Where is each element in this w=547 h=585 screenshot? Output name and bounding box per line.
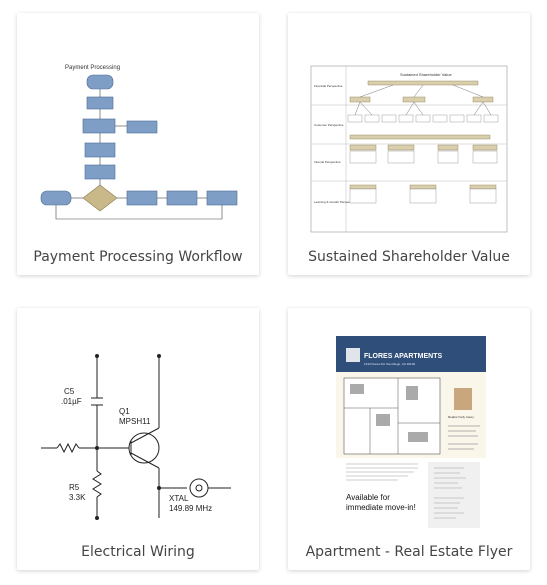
map-node: [349, 150, 377, 164]
map-node: [387, 150, 415, 164]
xtal-value: 149.89 MHz: [169, 504, 212, 513]
q1-label: Q1: [119, 407, 130, 416]
q1-model: MPSH11: [119, 417, 151, 426]
map-node: [381, 114, 397, 123]
map-node: [466, 114, 482, 123]
flyer-cta-line2: immediate move-in!: [346, 503, 416, 512]
flow-title: Payment Processing: [65, 65, 120, 71]
card-caption: Payment Processing Workflow: [33, 249, 243, 265]
map-node: [449, 114, 465, 123]
map-connectors: [354, 84, 492, 116]
flyer-header: [336, 336, 486, 372]
card-caption: Sustained Shareholder Value: [308, 249, 510, 265]
map-node: [349, 184, 377, 190]
map-node: [472, 150, 498, 164]
flow-node: [82, 118, 116, 134]
card-caption: Apartment - Real Estate Flyer: [305, 544, 513, 560]
map-node: [349, 188, 377, 204]
map-node: [398, 114, 414, 123]
map-node: [415, 114, 431, 123]
map-node: [469, 184, 497, 190]
map-node: [387, 144, 415, 151]
flow-node: [86, 96, 114, 110]
map-node: [472, 96, 494, 103]
c5-value: .01µF: [61, 397, 82, 406]
flyer-brand: FLORES APARTMENTS: [364, 353, 442, 360]
flow-node: [126, 190, 158, 206]
terminal-dot: [95, 354, 99, 358]
map-node: [469, 188, 497, 204]
map-node: [432, 114, 448, 123]
map-node: [402, 96, 426, 103]
row-label: Internal Perspective: [314, 160, 341, 164]
map-node: [483, 114, 499, 123]
c5-label: C5: [64, 387, 75, 396]
r5-value: 3.3K: [69, 493, 86, 502]
template-card-payment-processing[interactable]: Payment Processing Paym: [17, 13, 259, 275]
real-estate-flyer-thumbnail: FLORES APARTMENTS 1234 Flores Rd. San Di…: [336, 336, 486, 528]
xtal-label: XTAL: [169, 494, 189, 503]
flyer-address: 1234 Flores Rd. San Diego, CA 92109: [364, 362, 415, 366]
junction-dot: [157, 486, 161, 490]
flow-node-start: [86, 74, 114, 90]
flow-node: [166, 190, 198, 206]
map-node: [409, 188, 437, 204]
row-label: Financial Perspective: [314, 84, 343, 88]
flow-node: [206, 190, 238, 206]
map-node: [349, 96, 371, 103]
card-caption: Electrical Wiring: [81, 544, 195, 560]
flow-connectors: [55, 89, 223, 220]
agent-photo: [454, 388, 472, 410]
map-node: [409, 184, 437, 190]
map-node: [472, 144, 498, 151]
map-band: [349, 134, 491, 140]
shareholder-value-thumbnail: Financial Perspective Customer Perspecti…: [310, 65, 508, 233]
r5-label: R5: [69, 483, 80, 492]
junction-dot: [95, 446, 99, 450]
template-card-electrical-wiring[interactable]: C5 .01µF Q1 MPSH11 R5 3.3K XTAL 149.89 M…: [17, 308, 259, 570]
row-label: Learning & Growth Perspective: [314, 200, 356, 204]
row-label: Customer Perspective: [314, 123, 344, 127]
template-card-real-estate-flyer[interactable]: FLORES APARTMENTS 1234 Flores Rd. San Di…: [288, 308, 530, 570]
terminal-dot: [157, 354, 161, 358]
agent-name: Realtor Kelly Carey: [448, 415, 474, 419]
payment-processing-thumbnail: Payment Processing: [40, 65, 238, 220]
building-icon: [346, 348, 360, 362]
flow-decision: [82, 184, 118, 212]
template-card-shareholder-value[interactable]: Financial Perspective Customer Perspecti…: [288, 13, 530, 275]
map-title: Sustained Shareholder Value: [400, 72, 453, 77]
map-node: [437, 150, 459, 164]
map-node: [364, 114, 380, 123]
map-node: [349, 144, 377, 151]
flow-node: [40, 190, 72, 206]
flyer-cta-line1: Available for: [346, 493, 390, 502]
flow-node: [126, 120, 158, 134]
map-node: [347, 114, 363, 123]
map-node: [437, 144, 459, 151]
flow-node: [84, 142, 116, 158]
electrical-wiring-thumbnail: C5 .01µF Q1 MPSH11 R5 3.3K XTAL 149.89 M…: [41, 354, 231, 520]
terminal-dot: [95, 516, 99, 520]
flow-node: [84, 164, 116, 180]
map-band: [367, 80, 479, 86]
